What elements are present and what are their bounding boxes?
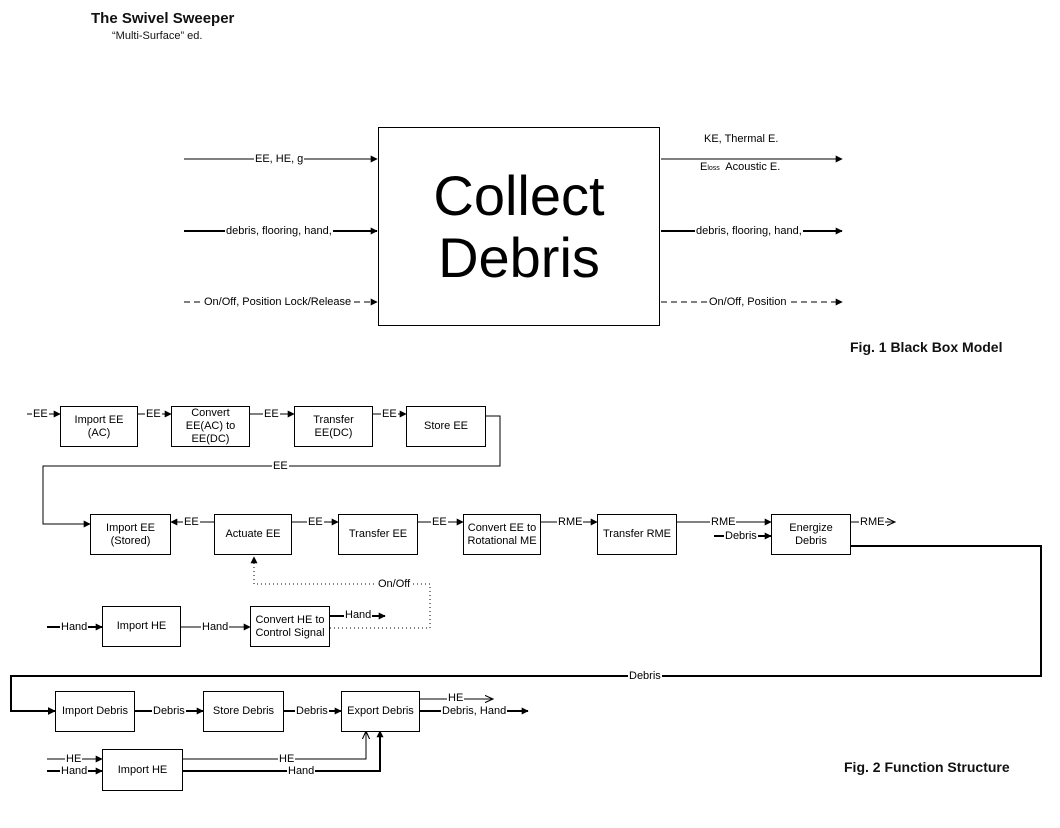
flow-label-he-in: HE xyxy=(65,753,83,765)
flow-label-ee-2: EE xyxy=(263,408,280,420)
block-store-ee: Store EE xyxy=(406,406,486,447)
block-import-he-2: Import HE xyxy=(102,749,183,791)
flow-label-rme-out: RME xyxy=(859,516,886,528)
flow-label-ee-4: EE xyxy=(183,516,200,528)
block-import-ee-ac: Import EE (AC) xyxy=(60,406,138,447)
block-energize-debris: Energize Debris xyxy=(771,514,851,555)
flow-label-he-mid: HE xyxy=(278,753,296,765)
flow-label-on-off: On/Off xyxy=(377,578,412,590)
flow-label-hand-out: Hand xyxy=(344,609,373,621)
flow-label-ee-loop: EE xyxy=(272,460,289,472)
flow-label-rme-1: RME xyxy=(557,516,584,528)
flow-label-debris-hand-out: Debris, Hand xyxy=(441,705,508,717)
black-box-function: Collect Debris xyxy=(378,127,660,326)
bb-output-material-label: debris, flooring, hand, xyxy=(695,225,803,237)
flow-label-debris-1: Debris xyxy=(152,705,186,717)
flow-label-hand-1: Hand xyxy=(60,621,89,633)
flow-label-ee-3: EE xyxy=(381,408,398,420)
bb-output-energy-label-2: Eloss Acoustic E. xyxy=(700,161,781,173)
bb-output-energy-label-1: KE, Thermal E. xyxy=(704,133,779,145)
flow-label-hand-mid: Hand xyxy=(287,765,316,777)
block-convert-ee-rotational: Convert EE to Rotational ME xyxy=(463,514,541,555)
flow-label-rme-2: RME xyxy=(710,516,737,528)
flow-label-he-out: HE xyxy=(447,692,465,704)
bb-output-signal-label: On/Off, Position xyxy=(708,296,788,308)
block-convert-ee-ac-dc: Convert EE(AC) to EE(DC) xyxy=(171,406,250,447)
block-actuate-ee: Actuate EE xyxy=(214,514,292,555)
flow-label-ee-6: EE xyxy=(431,516,448,528)
flow-label-ee-in: EE xyxy=(32,408,49,420)
block-import-he-1: Import HE xyxy=(102,606,181,647)
black-box-function-line1: Collect xyxy=(433,163,605,227)
flow-label-hand-in: Hand xyxy=(60,765,89,777)
page-subtitle: “Multi-Surface” ed. xyxy=(112,30,203,42)
flow-label-hand-2: Hand xyxy=(201,621,230,633)
block-import-debris: Import Debris xyxy=(55,691,135,732)
flow-label-debris-2: Debris xyxy=(295,705,329,717)
bb-input-material-label: debris, flooring, hand, xyxy=(225,225,333,237)
page-title: The Swivel Sweeper xyxy=(91,10,235,27)
fig2-caption: Fig. 2 Function Structure xyxy=(844,759,1010,775)
bb-input-energy-label: EE, HE, g xyxy=(254,153,305,165)
flow-label-ee-1: EE xyxy=(145,408,162,420)
flow-label-ee-5: EE xyxy=(307,516,324,528)
flow-label-debris-loop: Debris xyxy=(628,670,662,682)
black-box-function-line2: Debris xyxy=(438,225,600,289)
block-transfer-ee-dc: Transfer EE(DC) xyxy=(294,406,373,447)
bb-input-signal-label: On/Off, Position Lock/Release xyxy=(203,296,353,308)
block-import-ee-stored: Import EE (Stored) xyxy=(90,514,171,555)
block-export-debris: Export Debris xyxy=(341,691,420,732)
block-convert-he-signal: Convert HE to Control Signal xyxy=(250,606,330,647)
block-transfer-ee: Transfer EE xyxy=(338,514,418,555)
fig1-caption: Fig. 1 Black Box Model xyxy=(850,339,1003,355)
flow-label-debris-in: Debris xyxy=(724,530,758,542)
block-store-debris: Store Debris xyxy=(203,691,284,732)
block-transfer-rme: Transfer RME xyxy=(597,514,677,555)
